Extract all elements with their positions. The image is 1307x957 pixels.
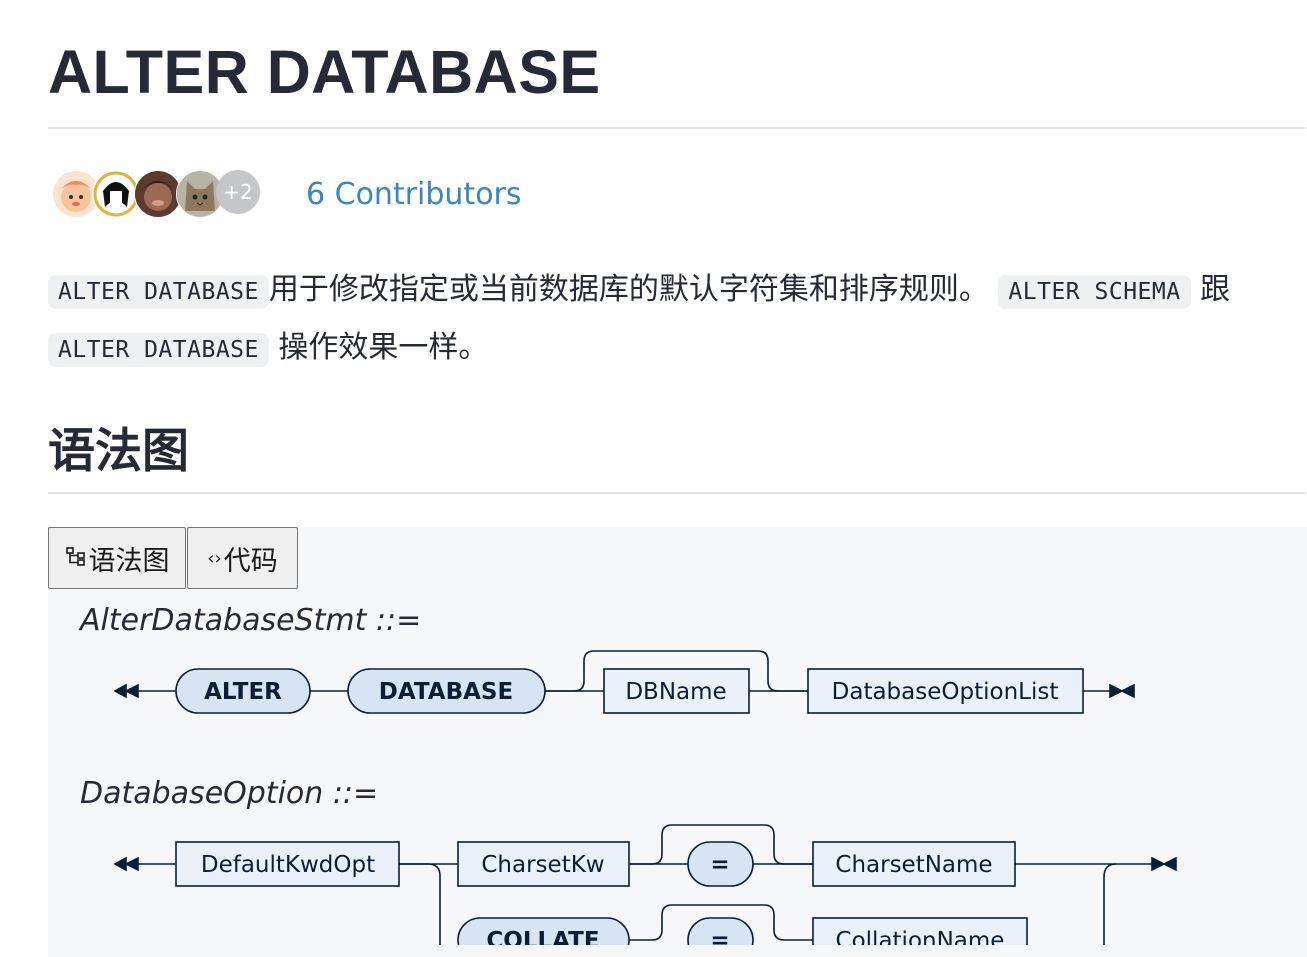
terminal-node[interactable]: = — [687, 841, 754, 887]
code-brackets-icon: ‹› — [207, 547, 222, 569]
nonterminal-node[interactable]: CharsetName — [812, 841, 1016, 887]
rule-def-symbol: ::= — [375, 603, 422, 638]
tab-label: 语法图 — [88, 545, 170, 577]
terminal-node[interactable]: ALTER — [175, 668, 311, 714]
nonterminal-node[interactable]: DatabaseOptionList — [807, 668, 1084, 714]
rule-name: AlterDatabaseStmt ::= — [80, 603, 422, 638]
svg-text:=: = — [710, 852, 729, 878]
svg-text:CharsetName: CharsetName — [835, 852, 992, 878]
nonterminal-node[interactable]: DBName — [603, 668, 750, 714]
svg-text:COLLATE: COLLATE — [486, 928, 599, 945]
nonterminal-node[interactable]: CollationName — [812, 917, 1028, 945]
tree-icon — [65, 545, 87, 572]
inline-code: ALTER SCHEMA — [998, 275, 1191, 309]
contributors-link[interactable]: 6 Contributors — [306, 177, 522, 212]
rule-def-symbol: ::= — [332, 776, 379, 811]
avatar[interactable] — [52, 170, 100, 218]
tab-syntax-diagram[interactable]: 语法图 — [48, 527, 186, 589]
svg-text:CollationName: CollationName — [836, 928, 1005, 945]
avatar[interactable] — [92, 170, 140, 218]
rule-alterdatabasestmt-nodes: ALTER DATABASE DBName DatabaseOptionList… — [175, 668, 1084, 945]
inline-code: ALTER DATABASE — [48, 275, 269, 309]
svg-text:ALTER: ALTER — [204, 679, 282, 705]
railroad-diagram — [113, 650, 1177, 945]
more-contributors-badge[interactable]: +2 — [216, 170, 260, 214]
inline-code: ALTER DATABASE — [48, 333, 269, 367]
avatar[interactable] — [176, 170, 224, 218]
terminal-node[interactable]: COLLATE — [457, 917, 630, 945]
terminal-node[interactable]: = — [687, 917, 754, 945]
contributor-avatars: +2 — [52, 170, 262, 218]
page-title: ALTER DATABASE — [48, 38, 601, 106]
title-divider — [48, 127, 1306, 129]
rule-name: DatabaseOption ::= — [80, 776, 379, 811]
section-title: 语法图 — [48, 424, 189, 479]
tab-label: 代码 — [223, 545, 278, 577]
nonterminal-node[interactable]: DefaultKwdOpt — [175, 841, 400, 887]
svg-text:CharsetKw: CharsetKw — [481, 852, 604, 878]
tab-code[interactable]: ‹› 代码 — [187, 527, 298, 589]
intro-text: 跟 — [1200, 272, 1231, 307]
svg-text:DatabaseOptionList: DatabaseOptionList — [832, 679, 1059, 705]
svg-text:DATABASE: DATABASE — [379, 679, 513, 705]
intro-text: 用于修改指定或当前数据库的默认字符集和排序规则。 — [268, 272, 989, 307]
svg-text:=: = — [710, 928, 729, 945]
section-divider — [48, 492, 1306, 494]
syntax-diagram-panel: 语法图 ‹› 代码 AlterDatabaseStmt ::= Database… — [48, 527, 1307, 957]
svg-text:DBName: DBName — [625, 679, 726, 705]
nonterminal-node[interactable]: CharsetKw — [457, 841, 630, 887]
svg-text:DefaultKwdOpt: DefaultKwdOpt — [201, 852, 375, 878]
intro-text: 操作效果一样。 — [278, 330, 489, 365]
terminal-node[interactable]: DATABASE — [347, 668, 546, 714]
avatar[interactable] — [134, 170, 182, 218]
